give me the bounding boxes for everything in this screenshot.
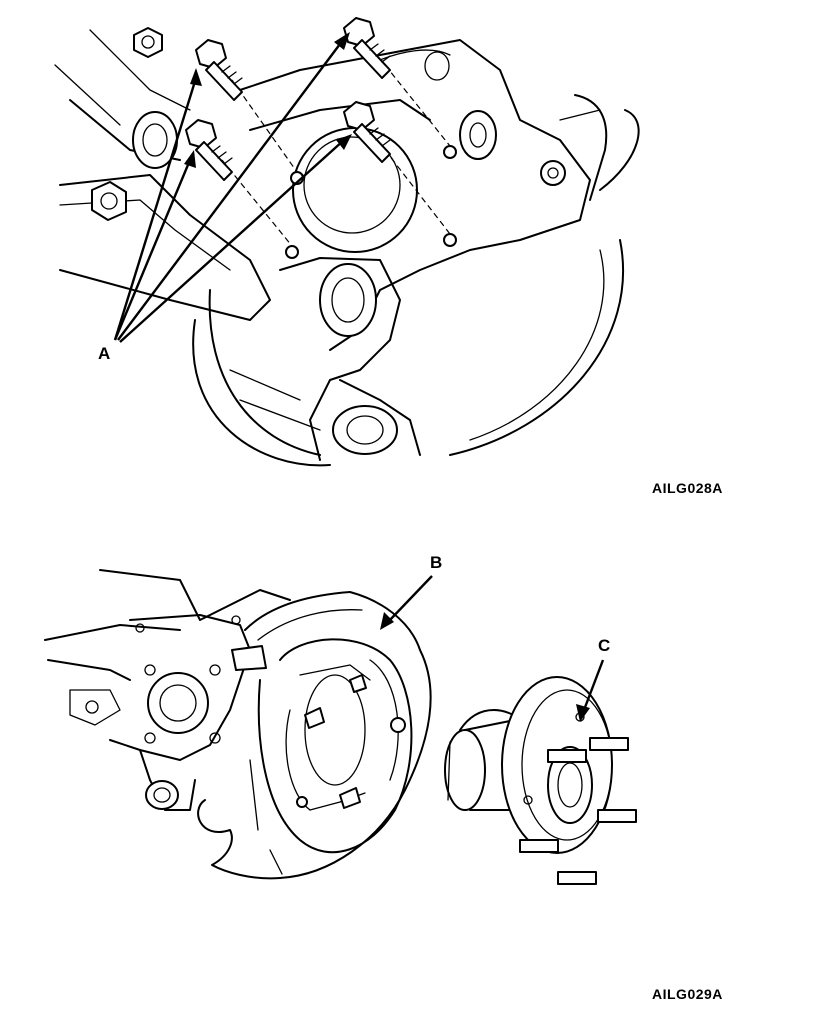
- knuckle-bolt-drawing: [54, 17, 640, 467]
- callout-b-leader: [380, 575, 433, 630]
- hub-c: [444, 676, 637, 885]
- callout-c: C: [598, 636, 611, 655]
- knuckle-lower: [44, 569, 291, 811]
- bushing-left: [132, 111, 178, 169]
- callout-a-leaders: [113, 32, 352, 343]
- bolt-2: [185, 119, 233, 181]
- hub-assembly-drawing: [44, 569, 637, 885]
- figure-hub-assembly: B C AILG029A: [0, 510, 816, 1028]
- control-arm: [54, 29, 271, 321]
- nut-left: [91, 181, 127, 221]
- bolt-1: [195, 39, 243, 101]
- alignment-lines: [221, 64, 451, 247]
- figure-bolts-removal: A AILG028A: [0, 0, 816, 510]
- callout-a: A: [98, 344, 111, 363]
- figure-id-bottom: AILG029A: [652, 986, 723, 1002]
- bolt-3: [343, 17, 391, 79]
- figure-id-top: AILG028A: [652, 480, 723, 496]
- backing-plate-b: [197, 591, 432, 880]
- bolt-4: [343, 101, 391, 163]
- callout-b: B: [430, 553, 443, 572]
- bolt-holes: [285, 145, 457, 259]
- callout-c-leader: [576, 659, 605, 722]
- backing-plate: [192, 109, 640, 467]
- nut-top: [133, 27, 163, 58]
